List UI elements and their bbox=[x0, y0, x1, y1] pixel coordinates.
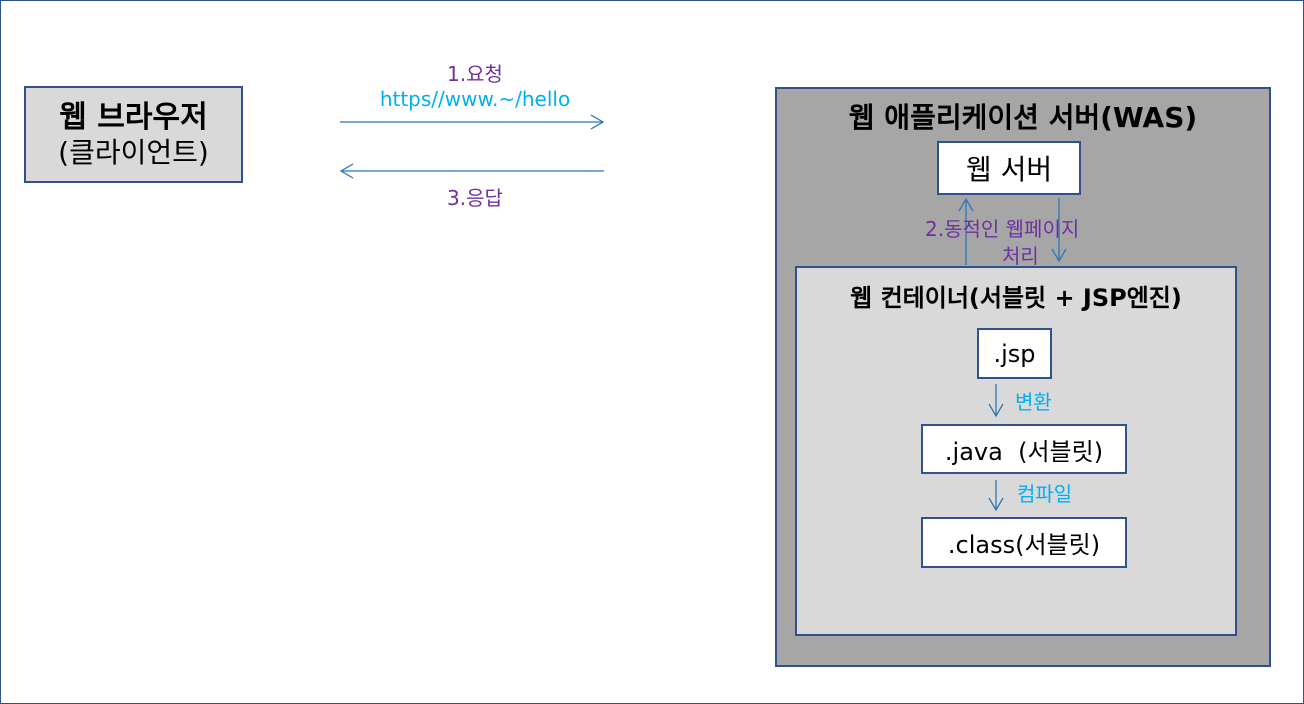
response-arrow bbox=[339, 163, 604, 179]
was-title: 웹 애플리케이션 서버(WAS) bbox=[848, 101, 1198, 134]
convert-label: 변환 bbox=[1015, 390, 1052, 414]
convert-arrow bbox=[988, 384, 1004, 418]
request-url-label: https//www.~/hello bbox=[379, 87, 571, 111]
compile-label: 컴파일 bbox=[1017, 482, 1073, 506]
request-step-label: 1.요청 bbox=[447, 62, 503, 86]
jsp-file-box: .jsp bbox=[977, 328, 1052, 379]
container-to-webserver-arrow bbox=[958, 197, 974, 265]
web-browser-title: 웹 브라우저 bbox=[59, 99, 208, 135]
webserver-to-container-arrow bbox=[1051, 198, 1067, 263]
class-file-label: .class(서블릿) bbox=[947, 531, 1101, 559]
jsp-file-label: .jsp bbox=[993, 339, 1036, 368]
compile-arrow bbox=[988, 480, 1004, 512]
dynamic-processing-label-line2: 처리 bbox=[1002, 244, 1039, 268]
web-browser-subtitle: (클라이언트) bbox=[58, 135, 209, 169]
web-server-label: 웹 서버 bbox=[965, 153, 1053, 186]
response-step-label: 3.응답 bbox=[447, 186, 503, 210]
web-server-box: 웹 서버 bbox=[937, 141, 1081, 195]
java-file-box: .java (서블릿) bbox=[921, 424, 1127, 474]
class-file-box: .class(서블릿) bbox=[921, 517, 1127, 568]
java-file-label: .java (서블릿) bbox=[944, 437, 1104, 466]
web-browser-box: 웹 브라우저 (클라이언트) bbox=[24, 86, 243, 183]
dynamic-processing-label: 2.동적인 웹페이지 bbox=[925, 217, 1080, 241]
request-arrow bbox=[340, 114, 605, 130]
web-container-title: 웹 컨테이너(서블릿 + JSP엔진) bbox=[850, 284, 1182, 312]
